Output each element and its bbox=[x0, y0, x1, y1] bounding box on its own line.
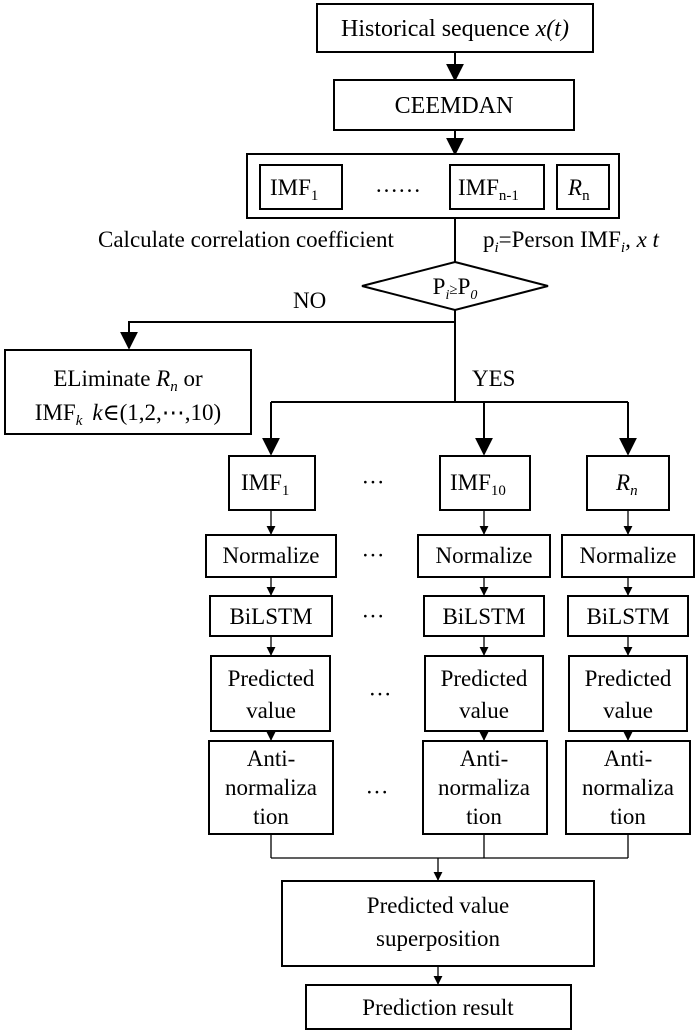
predicted-box-3 bbox=[568, 655, 688, 732]
predicted-line1-2: Predicted bbox=[441, 666, 528, 691]
anti-line3-3: tion bbox=[610, 804, 646, 829]
anti-box-3 bbox=[565, 740, 691, 835]
historical-sequence-node: Historical sequence x(t) bbox=[316, 3, 594, 53]
yes-label: YES bbox=[472, 366, 515, 391]
bilstm-box-1 bbox=[209, 595, 333, 637]
prediction-result-node: Prediction result bbox=[305, 984, 572, 1030]
anti-line1-1: Anti- bbox=[247, 746, 296, 771]
anti-line1-2: Anti- bbox=[460, 746, 509, 771]
predicted-line1-3: Predicted bbox=[585, 666, 672, 691]
superposition-line1: Predicted value bbox=[367, 893, 509, 918]
bilstm-label-2: BiLSTM bbox=[442, 604, 525, 629]
decision-label: Pi≥P0 bbox=[433, 274, 478, 303]
predicted-line1-1: Predicted bbox=[228, 666, 315, 691]
decision-node: Pi≥P0 bbox=[361, 260, 549, 312]
ellipsis-4: ··· bbox=[369, 682, 392, 707]
anti-box-2 bbox=[422, 740, 548, 835]
anti-line3-2: tion bbox=[466, 804, 502, 829]
ellipsis-1: ··· bbox=[362, 470, 385, 495]
normalize-label-3: Normalize bbox=[579, 543, 676, 568]
ellipsis-3: ··· bbox=[362, 604, 385, 629]
predicted-line2-3: value bbox=[603, 698, 653, 723]
normalize-box-3 bbox=[561, 534, 695, 578]
imf1-top-box bbox=[259, 164, 343, 210]
normalize-label-1: Normalize bbox=[222, 543, 319, 568]
historical-sequence-label: Historical sequence x(t) bbox=[341, 16, 569, 42]
rn-box bbox=[586, 455, 670, 511]
column-rn: Rn Normalize BiLSTM Predicted value Anti… bbox=[561, 455, 695, 835]
anti-line3-1: tion bbox=[253, 804, 289, 829]
predicted-box-2 bbox=[424, 655, 544, 732]
superposition-node: Predicted value superposition bbox=[281, 880, 595, 967]
calculate-correlation-label: Calculate correlation coefficient bbox=[98, 227, 394, 252]
predicted-line2-1: value bbox=[246, 698, 296, 723]
eliminate-line1: ELiminate Rn or bbox=[53, 366, 203, 395]
imf1-box bbox=[228, 455, 316, 511]
normalize-label-2: Normalize bbox=[435, 543, 532, 568]
prediction-result-label: Prediction result bbox=[362, 995, 514, 1020]
predicted-line2-2: value bbox=[459, 698, 509, 723]
ellipses: ··· ··· ··· ··· ··· bbox=[362, 470, 392, 805]
anti-box-1 bbox=[208, 740, 334, 835]
imf1-top-label: IMF1 bbox=[270, 175, 318, 204]
imfn1-top-label: IMFn-1 bbox=[458, 175, 519, 204]
imf10-label: IMF10 bbox=[450, 470, 506, 499]
rn-top-label: Rn bbox=[567, 175, 590, 204]
imfn1-top-box bbox=[449, 164, 545, 210]
anti-line1-3: Anti- bbox=[604, 746, 653, 771]
imf10-box bbox=[439, 455, 531, 511]
normalize-box-2 bbox=[417, 534, 551, 578]
bilstm-box-2 bbox=[423, 595, 545, 637]
bilstm-label-1: BiLSTM bbox=[229, 604, 312, 629]
ellipsis-2: ··· bbox=[362, 543, 385, 568]
person-formula-label: pi=Person IMFi, x t bbox=[483, 227, 660, 256]
ceemdan-node: CEEMDAN bbox=[333, 79, 575, 131]
connectors bbox=[120, 52, 637, 985]
predicted-box-1 bbox=[210, 655, 331, 732]
column-imf10: IMF10 Normalize BiLSTM Predicted value A… bbox=[417, 455, 551, 835]
anti-line2-3: normaliza bbox=[582, 775, 674, 800]
rn-label: Rn bbox=[615, 470, 638, 499]
rn-top-box bbox=[556, 164, 610, 210]
decomposition-group: IMF1 …… IMFn-1 Rn bbox=[246, 153, 620, 219]
anti-line2-2: normaliza bbox=[438, 775, 530, 800]
normalize-box-1 bbox=[205, 534, 337, 578]
superposition-line2: superposition bbox=[376, 926, 500, 951]
anti-line2-1: normaliza bbox=[225, 775, 317, 800]
no-label: NO bbox=[293, 288, 326, 313]
ellipsis-5: ··· bbox=[366, 780, 389, 805]
dots-top: …… bbox=[375, 172, 421, 197]
imf1-label: IMF1 bbox=[241, 470, 289, 499]
bilstm-box-3 bbox=[567, 595, 689, 637]
ceemdan-label: CEEMDAN bbox=[395, 93, 514, 119]
bilstm-label-3: BiLSTM bbox=[586, 604, 669, 629]
column-imf1: IMF1 Normalize BiLSTM Predicted value An… bbox=[205, 455, 337, 835]
